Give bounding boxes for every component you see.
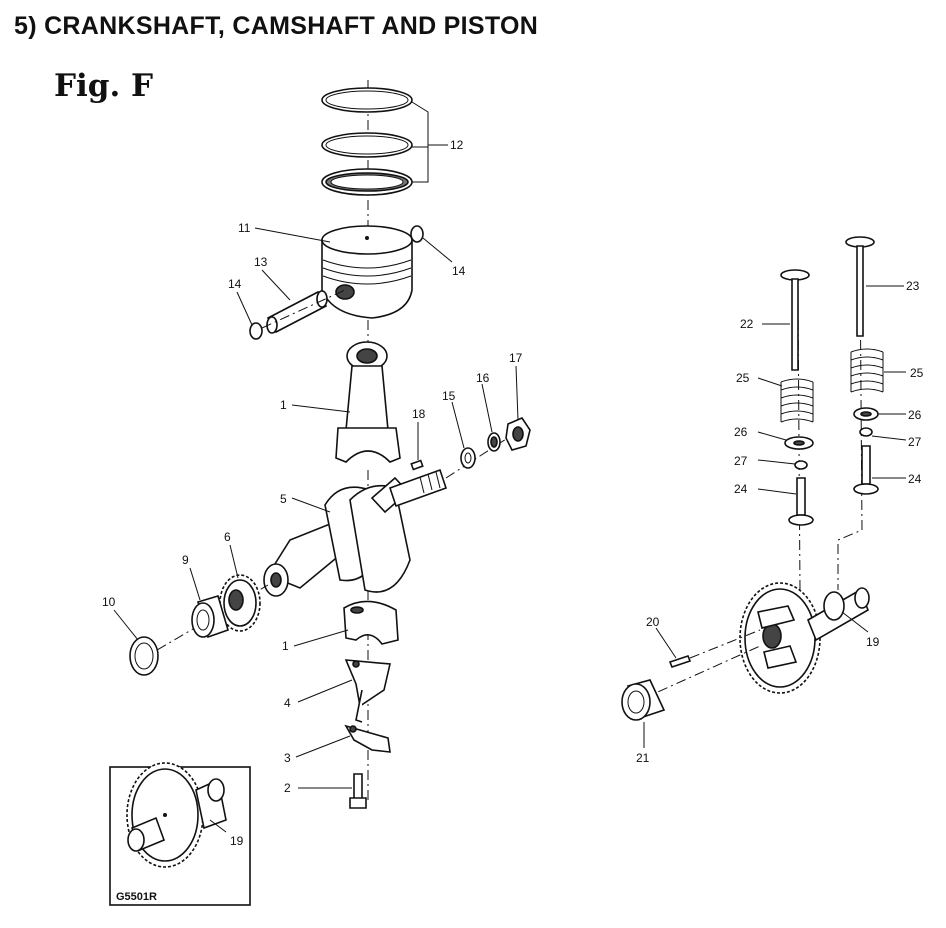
lock-plate <box>344 724 391 753</box>
lockwasher-leader <box>481 383 493 433</box>
crankshaft <box>263 468 448 597</box>
rod-cap <box>343 600 399 645</box>
circlip-left-leader <box>236 291 253 326</box>
circlip-left <box>249 322 263 340</box>
tappet-left-leader <box>757 488 797 495</box>
rings-leader <box>411 101 448 183</box>
callout-23: 23 <box>906 279 920 293</box>
piston-leader <box>254 227 331 243</box>
pin-axis <box>261 289 346 329</box>
crank-axis-right <box>445 429 521 479</box>
piston-rings <box>321 87 413 196</box>
callout-16: 16 <box>476 371 490 385</box>
seal-leader <box>113 609 139 641</box>
callout-9: 9 <box>182 553 189 567</box>
callout-21: 21 <box>636 751 650 765</box>
callout-2: 2 <box>284 781 291 795</box>
cam-axis <box>639 645 761 701</box>
collet-right-leader <box>871 435 907 441</box>
piston <box>321 225 413 319</box>
oil-dipper <box>344 659 391 723</box>
exhaust-valve <box>845 236 875 337</box>
dipper-leader <box>297 679 353 703</box>
callout-18: 18 <box>412 407 426 421</box>
callout-22: 22 <box>740 317 754 331</box>
callout-19-inset: 19 <box>230 834 244 848</box>
callout-25-right: 25 <box>910 366 924 380</box>
callout-25-left: 25 <box>736 371 750 385</box>
callout-15: 15 <box>442 389 456 403</box>
callout-27-left: 27 <box>734 454 748 468</box>
rod-bolt <box>349 773 367 809</box>
collet-left <box>794 460 808 470</box>
cam-bearing <box>621 679 666 721</box>
callout-27-right: 27 <box>908 435 922 449</box>
callout-4: 4 <box>284 696 291 710</box>
inset-leader <box>209 819 227 833</box>
callout-12: 12 <box>450 138 464 152</box>
valve-axes <box>797 259 863 591</box>
dowel-pin <box>668 655 692 668</box>
cap-leader <box>293 629 349 647</box>
woodruff-key <box>410 459 424 471</box>
callout-11: 11 <box>238 221 251 235</box>
valve-spring-right <box>850 348 884 393</box>
inset-code: G5501R <box>116 891 157 903</box>
callout-26-right: 26 <box>908 408 922 422</box>
callout-24-right: 24 <box>908 472 922 486</box>
tappet-left <box>788 477 814 526</box>
camshaft <box>806 587 870 642</box>
camshaft-gear <box>739 582 821 694</box>
callout-1-lower: 1 <box>282 639 289 653</box>
section-heading: 5) CRANKSHAFT, CAMSHAFT AND PISTON <box>14 12 539 40</box>
collet-left-leader <box>757 459 796 465</box>
callout-10: 10 <box>102 595 116 609</box>
crank-gear <box>219 574 261 632</box>
inset-camshaft <box>126 762 227 868</box>
connecting-rod <box>335 341 401 463</box>
plate-leader <box>295 735 351 758</box>
circlip-right <box>410 225 424 243</box>
callout-24-left: 24 <box>734 482 748 496</box>
callout-1-upper: 1 <box>280 398 287 412</box>
collet-right <box>859 427 873 437</box>
washer-leader <box>451 401 465 449</box>
valve-spring-left <box>780 378 814 423</box>
callout-26-left: 26 <box>734 425 748 439</box>
piston-pin <box>266 290 328 334</box>
gear-leader <box>229 544 239 579</box>
figure-label: Fig. F <box>54 68 154 104</box>
bearing-leader <box>189 567 201 601</box>
callout-14-right: 14 <box>452 264 466 278</box>
rod-leader <box>291 404 351 413</box>
tappet-right <box>853 445 879 495</box>
oil-seal <box>129 636 159 676</box>
retainer-left <box>784 436 814 450</box>
crank-leader <box>291 497 331 513</box>
callout-20: 20 <box>646 615 660 629</box>
bearing <box>191 595 229 639</box>
callout-5: 5 <box>280 492 287 506</box>
intake-valve <box>780 269 810 371</box>
pin-axis-right <box>689 629 761 659</box>
pin-leader <box>261 269 291 301</box>
callout-14-left: 14 <box>228 277 242 291</box>
retainer-right <box>853 407 879 421</box>
spring-left-leader <box>757 377 783 387</box>
circlip-right-leader <box>422 237 453 263</box>
callout-19: 19 <box>866 635 880 649</box>
nut-leader <box>515 365 519 421</box>
dowel-pin-leader <box>655 627 677 659</box>
callout-13: 13 <box>254 255 268 269</box>
callout-17: 17 <box>509 351 523 365</box>
camshaft-leader <box>841 611 869 633</box>
callout-3: 3 <box>284 751 291 765</box>
callout-6: 6 <box>224 530 231 544</box>
retainer-left-leader <box>757 431 787 441</box>
